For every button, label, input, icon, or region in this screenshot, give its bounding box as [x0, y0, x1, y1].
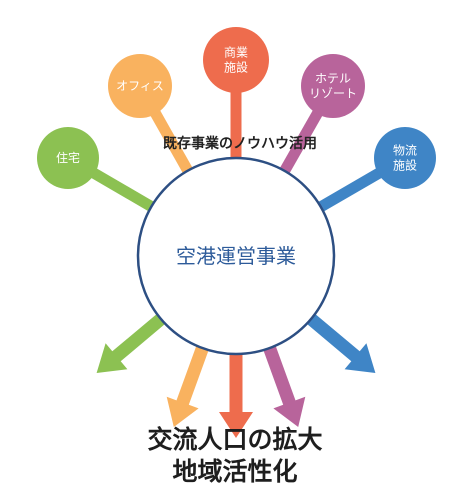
outcome-label-1: 交流人口の拡大	[147, 425, 323, 454]
bubble-residence	[37, 127, 99, 189]
center-label: 空港運営事業	[176, 244, 296, 268]
bubble-label-hotel-resort: ホテル	[315, 72, 351, 86]
outcome-arrow-logistics	[300, 308, 376, 373]
connector-residence	[88, 166, 160, 215]
bubble-label-office: オフィス	[116, 79, 164, 93]
bubble-label-commercial: 施設	[224, 60, 248, 75]
connector-office	[148, 107, 196, 179]
outcome-arrow-residence	[96, 308, 172, 373]
shared-knowhow-label: 既存事業のノウハウ活用	[163, 136, 317, 152]
center-circle	[136, 156, 336, 356]
bubble-hotel-resort	[301, 54, 365, 118]
bubble-label-logistics: 物流	[393, 144, 417, 158]
outcome-label-2: 地域活性化	[172, 457, 298, 486]
bubble-label-commercial: 商業	[224, 45, 248, 60]
connector-logistics	[312, 166, 385, 215]
connector-hotel-resort	[276, 107, 324, 179]
bubble-label-logistics: 施設	[393, 158, 417, 173]
bubble-commercial	[203, 27, 269, 93]
bubble-label-residence: 住宅	[56, 150, 80, 165]
bubble-office	[108, 54, 172, 118]
bubble-logistics	[374, 127, 436, 189]
bubble-label-hotel-resort: リゾート	[309, 87, 357, 101]
outcome-arrow-commercial	[219, 346, 253, 438]
outcome-arrow-hotel-resort	[260, 338, 306, 427]
outcome-arrow-office	[166, 338, 212, 427]
